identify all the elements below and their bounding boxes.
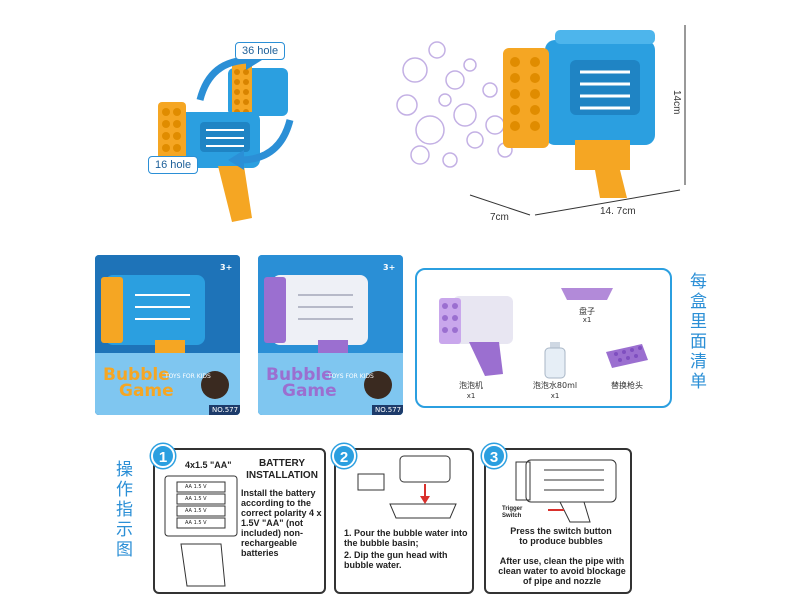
box2-tag: TOYS FOR KIDS bbox=[328, 373, 374, 380]
box1-title-line1: Bubble bbox=[103, 365, 170, 385]
trigger-switch-label: Trigger Switch bbox=[502, 506, 523, 519]
step-3-text-2: After use, clean the pipe with clean wat… bbox=[498, 556, 626, 586]
step-2-text-2: 2. Dip the gun head with bubble water. bbox=[344, 550, 448, 570]
step-2-text-1: 1. Pour the bubble water into the bubble… bbox=[344, 528, 468, 548]
box2-number: NO.577 bbox=[372, 405, 403, 415]
trigger-gun-graphic bbox=[515, 459, 617, 523]
battery-heading: BATTERY INSTALLATION bbox=[246, 458, 318, 481]
box1-tag: TOYS FOR KIDS bbox=[165, 373, 211, 380]
step-3-panel: 3 Trigger Switch Press the switch button… bbox=[482, 444, 632, 594]
tray-item-graphic bbox=[561, 288, 613, 300]
battery-cell-3: AA 1.5 V bbox=[185, 508, 207, 514]
hole16-label: 16 hole bbox=[148, 156, 199, 174]
box2-age: 3+ bbox=[383, 263, 396, 272]
item-spare-head-label: 替换枪头 bbox=[611, 381, 643, 390]
main-bubble-gun: 14cm 7cm 14. 7cm bbox=[395, 20, 695, 240]
item-gun-qty: x1 bbox=[466, 392, 476, 400]
box1-age: 3+ bbox=[220, 263, 233, 272]
dip-gun-graphic bbox=[357, 455, 457, 519]
item-water-label: 泡泡水80ml bbox=[532, 381, 578, 390]
box-contents-panel: 泡泡机 x1 盘子 x1 泡泡水80ml x1 替换枪头 bbox=[415, 268, 672, 408]
blue-box-graphic bbox=[95, 255, 240, 415]
box1-number: NO.577 bbox=[209, 405, 240, 415]
length-dimension: 14. 7cm bbox=[600, 206, 636, 217]
hole36-label: 36 hole bbox=[235, 42, 286, 60]
bubble-water-bottle-graphic bbox=[544, 342, 566, 379]
head-swap-illustration: 36 hole 16 hole bbox=[140, 40, 320, 230]
battery-instructions: Install the battery according to the cor… bbox=[241, 488, 322, 558]
spare-head-graphic bbox=[606, 344, 648, 368]
step-2-panel: 2 1. Pour the bubble water into the bubb… bbox=[332, 444, 474, 594]
bubble-gun-swap-graphic bbox=[158, 50, 294, 222]
item-tray-label: 盘子 bbox=[579, 307, 595, 316]
item-gun-label: 泡泡机 bbox=[459, 381, 483, 390]
box2-title-line2: Game bbox=[282, 381, 337, 401]
battery-cell-4: AA 1.5 V bbox=[185, 520, 207, 526]
battery-compartment-graphic bbox=[164, 475, 238, 587]
contents-side-title: 每盒里面清单 bbox=[686, 272, 706, 392]
battery-label: 4x1.5 "AA" bbox=[185, 460, 232, 470]
retail-box-purple: Bubble Game TOYS FOR KIDS 3+ NO.577 bbox=[258, 255, 403, 415]
item-water-qty: x1 bbox=[550, 392, 560, 400]
box2-title-line1: Bubble bbox=[266, 365, 333, 385]
bubble-gun-graphic bbox=[396, 25, 686, 216]
height-dimension: 14cm bbox=[671, 90, 682, 115]
step-1-panel: 1 4x1.5 "AA" AA 1.5 V AA 1.5 V AA 1.5 V … bbox=[151, 444, 326, 594]
gun-item-graphic bbox=[439, 296, 513, 376]
battery-cell-2: AA 1.5 V bbox=[185, 496, 207, 502]
step-3-number: 3 bbox=[482, 444, 506, 468]
instructions-side-title: 操作指示图 bbox=[112, 460, 132, 560]
item-tray-qty: x1 bbox=[582, 316, 592, 324]
battery-cell-1: AA 1.5 V bbox=[185, 484, 207, 490]
box1-title-line2: Game bbox=[119, 381, 174, 401]
retail-box-blue: Bubble Game TOYS FOR KIDS 3+ NO.577 bbox=[95, 255, 240, 415]
step-2-number: 2 bbox=[332, 444, 356, 468]
step-3-text-1: Press the switch button to produce bubbl… bbox=[510, 526, 612, 546]
width-dimension: 7cm bbox=[490, 212, 509, 223]
step-1-number: 1 bbox=[151, 444, 175, 468]
purple-box-graphic bbox=[258, 255, 403, 415]
